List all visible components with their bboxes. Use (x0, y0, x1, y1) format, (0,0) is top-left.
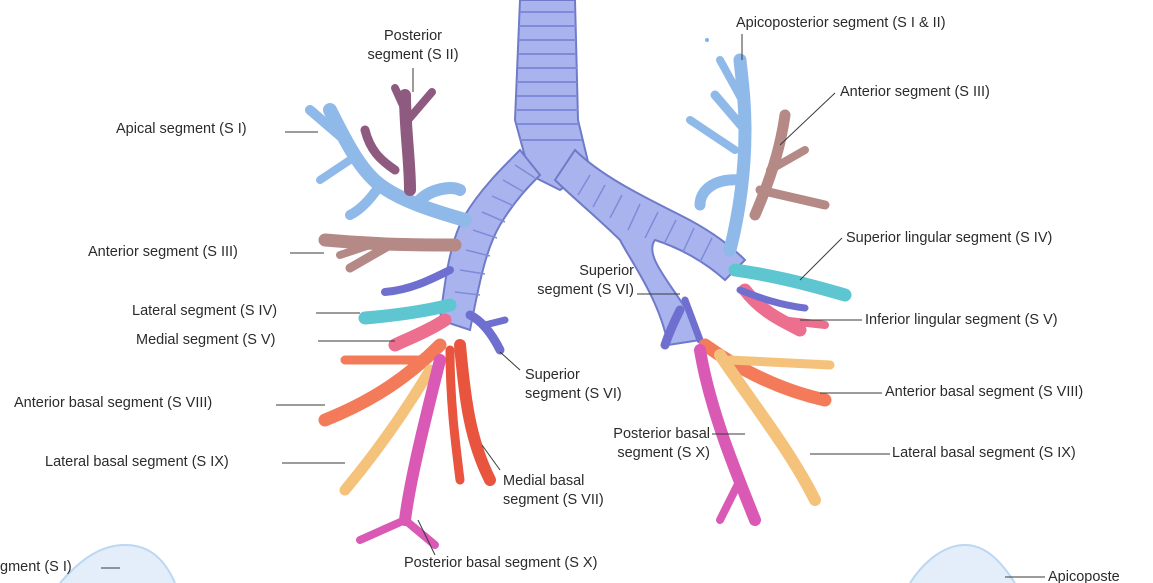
label-superior-segment-right: Superior segment (S VI) (525, 366, 622, 404)
right-basal-bronchi (325, 345, 490, 545)
left-apicoposterior-bronchi (690, 60, 745, 250)
lung-apex-outline-left (60, 545, 175, 583)
label-partial-bottom-right: Apicoposte (1048, 568, 1120, 583)
label-inferior-lingular-left: Inferior lingular segment (S V) (865, 311, 1058, 330)
label-posterior-basal-left: Posterior basal segment (S X) (588, 425, 710, 463)
label-lateral-segment-right: Lateral segment (S IV) (132, 302, 277, 321)
artifact-speck (705, 38, 709, 42)
label-line-2: segment (S II) (352, 46, 474, 65)
label-line-1: Superior (525, 366, 622, 385)
label-line-2: segment (S VI) (525, 385, 622, 404)
label-apical-segment-right: Apical segment (S I) (116, 120, 247, 139)
left-basal-bronchi (700, 345, 830, 520)
label-posterior-basal-right: Posterior basal segment (S X) (404, 554, 597, 573)
left-anterior-bronchi (755, 115, 825, 215)
right-middle-lobe-bronchi (365, 270, 450, 345)
label-line-1: Posterior (352, 27, 474, 46)
label-anterior-segment-right: Anterior segment (S III) (88, 243, 238, 262)
label-apicoposterior-left: Apicoposterior segment (S I & II) (736, 14, 946, 33)
label-medial-segment-right: Medial segment (S V) (136, 331, 275, 350)
label-line-1: Superior (522, 262, 634, 281)
label-line-2: segment (S X) (588, 444, 710, 463)
label-anterior-basal-right: Anterior basal segment (S VIII) (14, 394, 212, 413)
label-partial-bottom-left: gment (S I) (0, 558, 72, 577)
label-anterior-segment-left: Anterior segment (S III) (840, 83, 990, 102)
label-lateral-basal-right: Lateral basal segment (S IX) (45, 453, 229, 472)
label-line-1: Medial basal (503, 472, 604, 491)
label-line-2: segment (S VI) (522, 281, 634, 300)
left-lingular-bronchi (735, 270, 845, 330)
label-lateral-basal-left: Lateral basal segment (S IX) (892, 444, 1076, 463)
label-medial-basal-right: Medial basal segment (S VII) (503, 472, 604, 510)
right-superior-VI-bronchi (470, 315, 505, 350)
label-superior-lingular-left: Superior lingular segment (S IV) (846, 229, 1052, 248)
right-anterior-bronchi (325, 240, 455, 268)
label-line-2: segment (S VII) (503, 491, 604, 510)
label-anterior-basal-left: Anterior basal segment (S VIII) (885, 383, 1083, 402)
label-superior-segment-left: Superior segment (S VI) (522, 262, 634, 300)
lung-apex-outline-right (910, 545, 1015, 583)
label-posterior-segment-right: Posterior segment (S II) (352, 27, 474, 65)
label-line-1: Posterior basal (588, 425, 710, 444)
